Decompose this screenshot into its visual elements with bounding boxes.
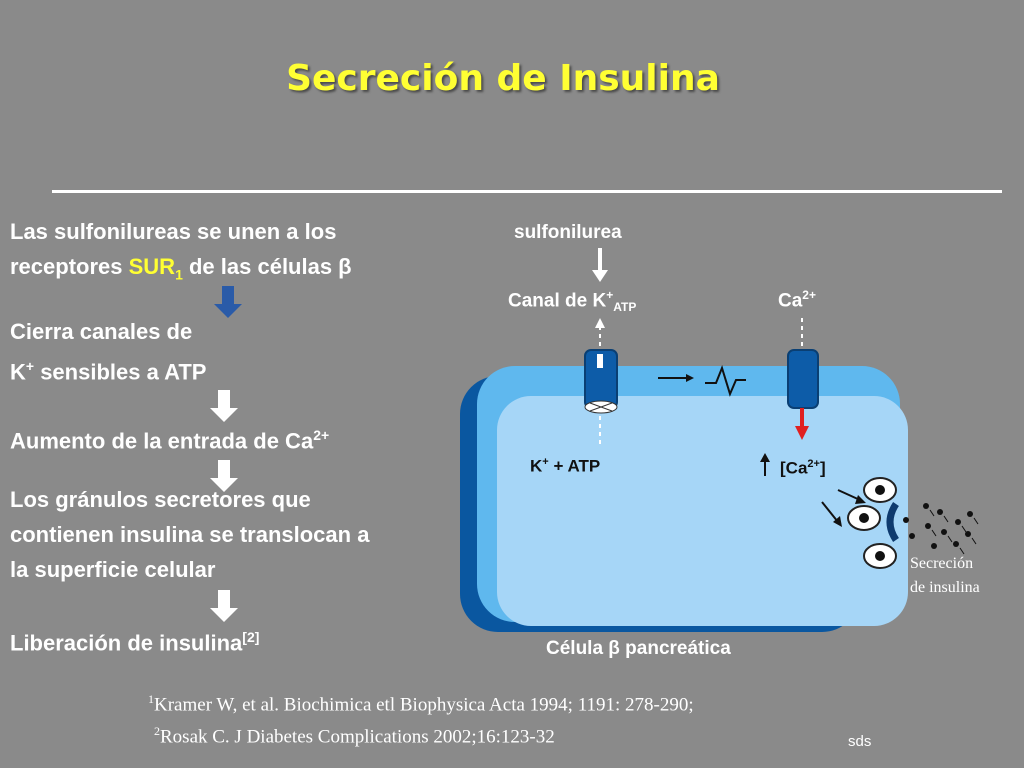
step-5: Liberación de insulina[2] xyxy=(10,620,259,660)
secretion-label: Secreción de insulina xyxy=(910,555,980,596)
reference-2: 2Rosak C. J Diabetes Complications 2002;… xyxy=(154,724,555,748)
depolarization-wave xyxy=(705,364,746,397)
step-1-line-2: receptores SUR1 de las células β xyxy=(10,249,352,292)
sulfonilurea-arrow-head xyxy=(592,270,608,282)
step-1-line-1: Las sulfonilureas se unen a los xyxy=(10,219,337,244)
step-4-line-3: la superficie celular xyxy=(10,557,216,582)
step-4-line-2: contienen insulina se translocan a xyxy=(10,522,370,547)
step-1-pre: receptores xyxy=(10,254,129,279)
ca-channel xyxy=(787,349,819,409)
cell-label: Célula β pancreática xyxy=(546,638,731,659)
granule-arrow-1 xyxy=(837,489,861,501)
step-4-line-1: Los gránulos secretores que xyxy=(10,487,311,512)
released-insulin xyxy=(903,503,973,549)
exocytosis-fusion xyxy=(886,502,900,542)
step-4: Los gránulos secretores que contienen in… xyxy=(10,482,369,587)
canal-katp-label: Canal de K+ATP xyxy=(508,288,637,315)
step-3-line: Aumento de la entrada de Ca2+ xyxy=(10,427,330,454)
k-channel-marker xyxy=(597,354,603,368)
step-1-post: de las células β xyxy=(182,254,352,279)
footer-text: sds xyxy=(848,733,872,750)
slide-title: Secreción de Insulina xyxy=(286,58,720,99)
sur1-highlight: SUR1 xyxy=(128,254,183,283)
step-2-line-2: K+ sensibles a ATP xyxy=(10,358,207,385)
granule-arrow-2 xyxy=(821,501,839,523)
step-5-line: Liberación de insulina[2] xyxy=(10,629,260,656)
k-atp-label: K+ + ATP xyxy=(530,456,601,476)
step-1: Las sulfonilureas se unen a los receptor… xyxy=(10,214,352,292)
title-divider xyxy=(52,190,1002,193)
step-3: Aumento de la entrada de Ca2+ xyxy=(10,418,329,458)
cell-inner-layer xyxy=(497,396,908,626)
k-channel-up-arrowhead xyxy=(595,318,605,328)
ca-label: Ca2+ xyxy=(778,288,816,312)
ca-concentration-label: [Ca2+] xyxy=(780,458,826,478)
reference-1: 1Kramer W, et al. Biochimica etl Biophys… xyxy=(148,692,694,716)
sulfonilurea-label: sulfonilurea xyxy=(514,222,622,243)
step-2-line-1: Cierra canales de xyxy=(10,319,193,344)
step-2: Cierra canales de K+ sensibles a ATP xyxy=(10,314,206,389)
references: 1Kramer W, et al. Biochimica etl Biophys… xyxy=(148,686,694,751)
